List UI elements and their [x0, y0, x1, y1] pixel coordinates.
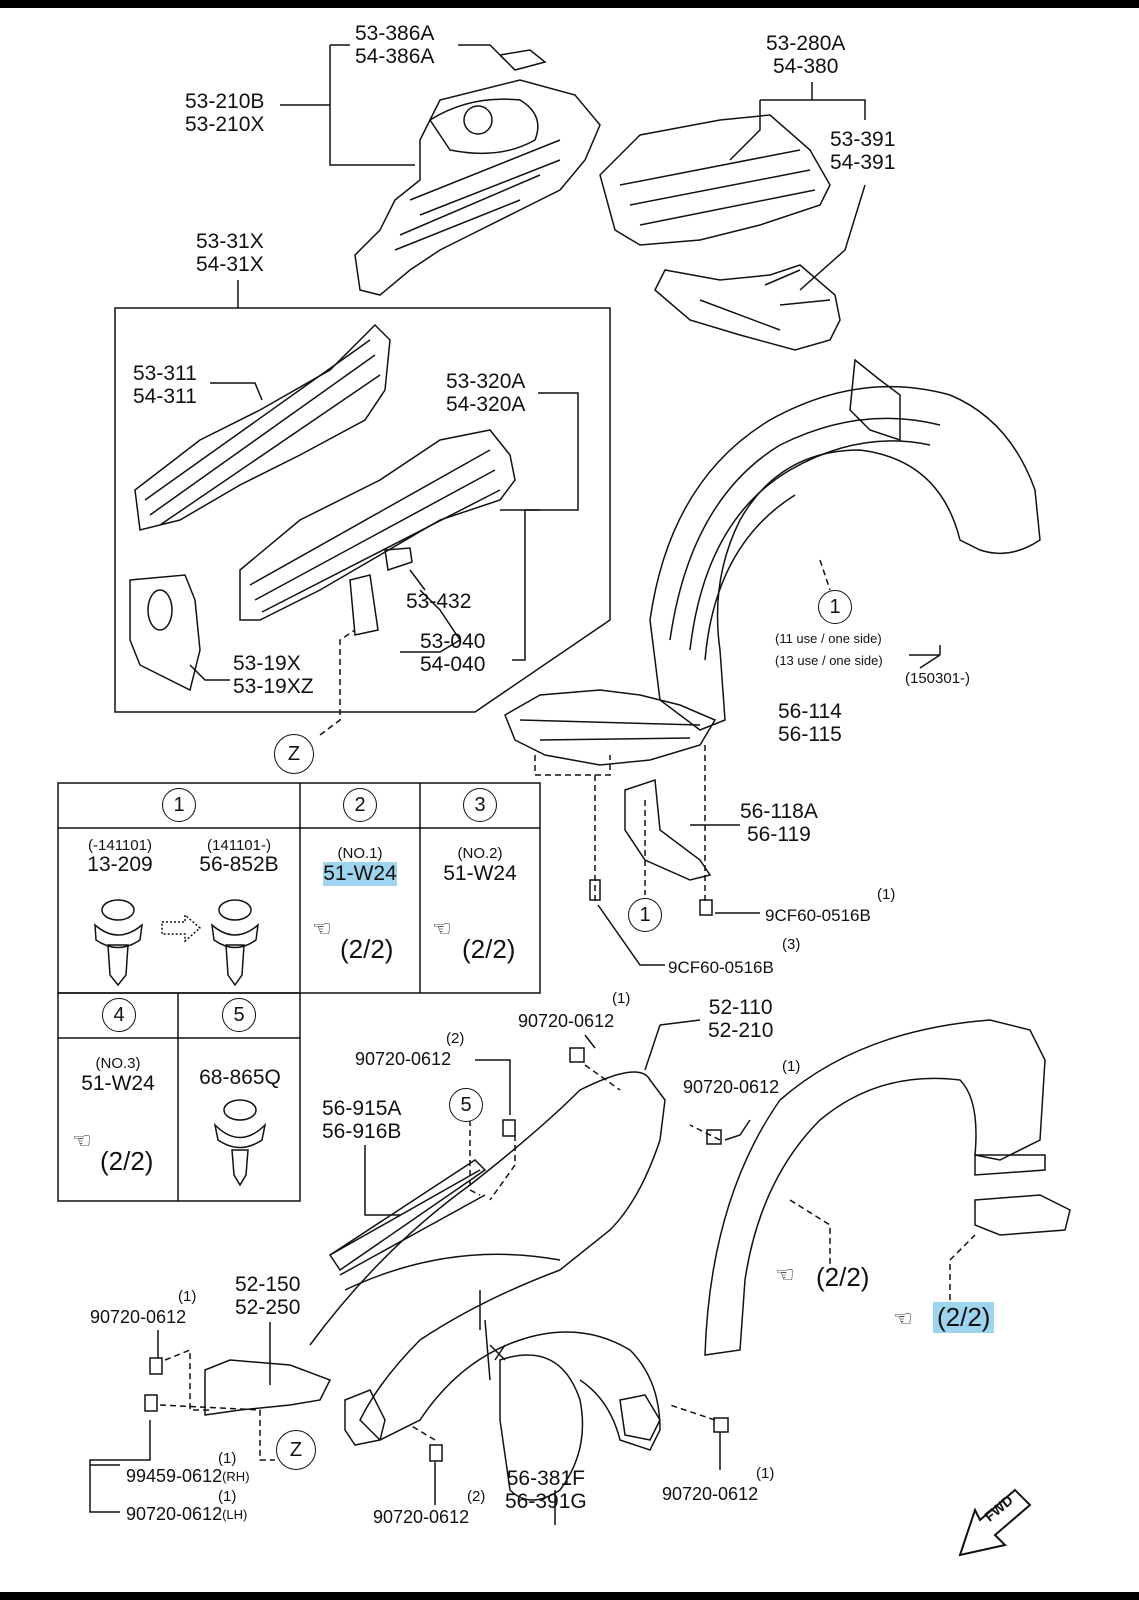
- use-note-13: (13 use / one side): [775, 653, 883, 668]
- fastener-ref-0612f: (1): [756, 1465, 775, 1482]
- highlighted-part-51-W24: 51-W24: [323, 862, 397, 886]
- fastener-ref-9cf-3: (3): [782, 936, 801, 953]
- legend-no2: (NO.2) 51-W24: [443, 845, 517, 885]
- legend-num-5: 5: [222, 998, 256, 1032]
- fastener-ref-0612lh: (1): [218, 1488, 237, 1505]
- fastener-90720-0612-f: 90720-0612: [662, 1484, 759, 1504]
- fastener-90720-0612-b: 90720-0612: [355, 1049, 452, 1069]
- clip-56-852B-drawing: [210, 899, 260, 987]
- ref-1-bracket: 1: [628, 898, 662, 932]
- legend-68-865Q: 68-865Q: [199, 1066, 281, 1089]
- legend-no1: (NO.1) 51-W24: [323, 845, 397, 886]
- label-53-432: 53-432: [406, 590, 472, 613]
- fastener-90720-0612-lh: 90720-0612(LH): [126, 1504, 248, 1524]
- arrow-drawing: [161, 913, 202, 943]
- clip-13-209-drawing: [94, 899, 143, 987]
- page-ref-b-highlighted: (2/2): [933, 1302, 995, 1333]
- hand-pointer-icon: ☜: [312, 916, 332, 941]
- fastener-9CF60-0516B-3: 9CF60-0516B: [668, 958, 774, 977]
- ref-z-lower: Z: [276, 1430, 316, 1470]
- fastener-9CF60-0516B-1: 9CF60-0516B: [765, 906, 871, 925]
- legend-13-209: (-141101) 13-209: [87, 837, 153, 876]
- fastener-ref-0612e: (2): [467, 1488, 486, 1505]
- legend-ref-no3: (2/2): [100, 1146, 154, 1176]
- legend-ref-no1: (2/2): [340, 934, 394, 964]
- legend-num-2: 2: [343, 788, 377, 822]
- top-border: [0, 0, 1139, 8]
- fastener-90720-0612-c: 90720-0612: [683, 1077, 780, 1097]
- page-ref-a: (2/2): [816, 1262, 870, 1292]
- hand-pointer-icon: ☜: [893, 1306, 913, 1331]
- legend-ref-no2: (2/2): [462, 934, 516, 964]
- ref-z-upper: Z: [274, 734, 314, 774]
- legend-num-1: 1: [162, 788, 196, 822]
- bottom-border: [0, 1592, 1139, 1600]
- use-note-date: (150301-): [905, 670, 971, 687]
- fastener-ref-0612a: (1): [612, 990, 631, 1007]
- fastener-ref-99459: (1): [218, 1450, 237, 1467]
- hand-pointer-icon: ☜: [432, 916, 452, 941]
- hand-pointer-icon: ☜: [775, 1262, 795, 1287]
- legend-num-4: 4: [102, 998, 136, 1032]
- fastener-90720-0612-d: 90720-0612: [90, 1307, 187, 1327]
- fastener-ref-0612d: (1): [178, 1288, 197, 1305]
- fastener-99459-0612: 99459-0612(RH): [126, 1466, 250, 1486]
- legend-56-852B: (141101-) 56-852B: [199, 837, 279, 876]
- legend-no3: (NO.3) 51-W24: [81, 1055, 155, 1095]
- fastener-90720-0612-a: 90720-0612: [518, 1011, 615, 1031]
- fastener-ref-0612b: (2): [446, 1030, 465, 1047]
- ref-5-molding: 5: [449, 1088, 483, 1122]
- legend-num-3: 3: [463, 788, 497, 822]
- clip-68-865Q-drawing: [213, 1099, 267, 1187]
- fastener-ref-9cf-1: (1): [877, 886, 896, 903]
- use-note-11: (11 use / one side): [775, 631, 882, 646]
- hand-pointer-icon: ☜: [72, 1128, 92, 1153]
- ref-1-liner: 1: [818, 590, 852, 624]
- fastener-ref-0612c: (1): [782, 1058, 801, 1075]
- fastener-90720-0612-e: 90720-0612: [373, 1507, 470, 1527]
